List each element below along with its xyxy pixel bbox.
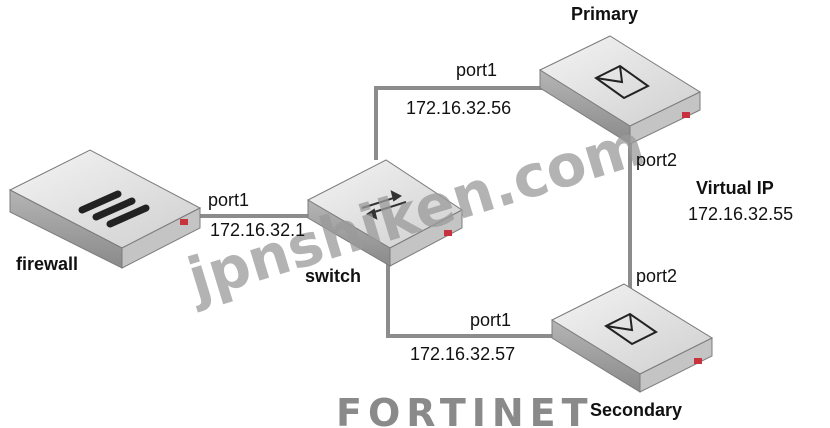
link-switch-primary <box>374 86 545 160</box>
connections <box>190 86 632 338</box>
secondary-led-icon <box>694 358 702 364</box>
primary-port2-label: port2 <box>636 150 677 170</box>
firewall-slots-icon <box>78 190 150 228</box>
secondary-device <box>550 283 714 393</box>
link-switch-secondary <box>386 262 556 338</box>
primary-device <box>538 35 702 145</box>
firewall-led-icon <box>180 219 188 225</box>
primary-label: Primary <box>571 4 638 24</box>
envelope-icon <box>594 64 650 100</box>
switch-device <box>306 159 463 267</box>
switch-primary-ip-label: 172.16.32.56 <box>406 98 511 118</box>
switch-primary-port-label: port1 <box>456 60 497 80</box>
switch-led-icon <box>444 230 452 236</box>
switch-arrows-icon <box>361 190 407 220</box>
firewall-port-label: port1 <box>208 190 249 210</box>
firewall-label: firewall <box>16 254 78 274</box>
envelope-icon <box>604 312 658 346</box>
firewall-device <box>8 149 202 269</box>
fortinet-logo: FORTINET <box>336 391 594 428</box>
switch-label: switch <box>305 266 361 286</box>
virtual-ip-label: Virtual IP <box>696 178 774 198</box>
primary-led-icon <box>682 112 690 118</box>
watermark-text: jpnshiken.com <box>178 110 652 314</box>
secondary-port2-label: port2 <box>636 266 677 286</box>
switch-secondary-port-label: port1 <box>470 310 511 330</box>
firewall-ip-label: 172.16.32.1 <box>210 220 305 240</box>
switch-secondary-ip-label: 172.16.32.57 <box>410 344 515 364</box>
secondary-label: Secondary <box>590 400 682 420</box>
virtual-ip-address: 172.16.32.55 <box>688 204 793 224</box>
